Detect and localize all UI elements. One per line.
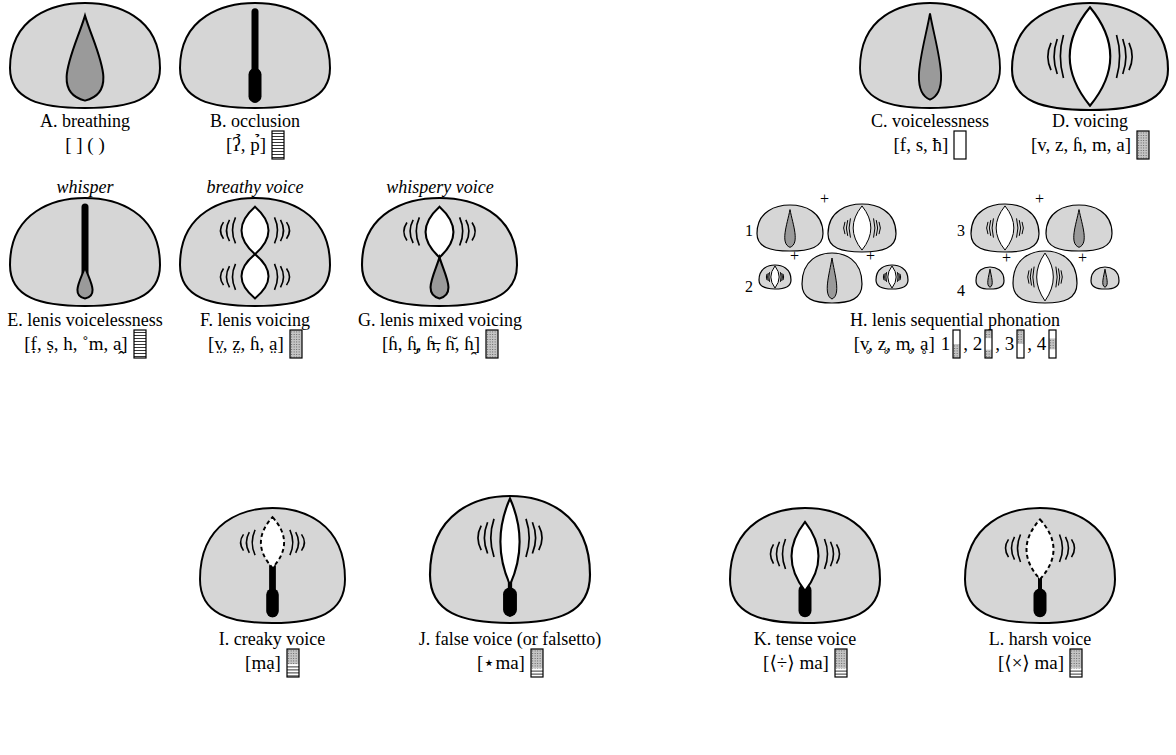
glottis-voicing — [971, 204, 1039, 252]
panel-caption: A. breathing — [40, 110, 130, 132]
ipa-symbols: [f, s, ħ] — [894, 134, 949, 156]
phonation-icon — [1048, 329, 1057, 359]
phonation-icon — [834, 648, 848, 678]
glottis-voiceless — [860, 3, 1000, 108]
sequence-number: 3 — [957, 222, 965, 240]
ipa-symbols: [f̣, ṣ, h, ˚m, a̭] — [24, 333, 127, 355]
glottis-whispery — [362, 198, 517, 306]
phonation-panel: H. lenis sequential phonation[v̥, z̥, m̥… — [743, 188, 1132, 361]
glottis-harsh — [965, 508, 1115, 623]
ipa-symbols: [v̥, z̥, m̥, ḁ] — [854, 333, 935, 355]
phonation-icon — [1136, 130, 1150, 160]
plus-sign: + — [866, 247, 875, 265]
sequence-number: 2 — [745, 278, 753, 296]
icon-number: , 3 — [995, 333, 1014, 355]
panel-caption: D. voicing — [1052, 110, 1128, 132]
glottis-voicing — [1012, 3, 1168, 110]
phonation-icon — [271, 130, 285, 160]
sequence-number: 1 — [745, 222, 753, 240]
ipa-symbols: [v, z, ɦ, m, a] — [1031, 134, 1131, 156]
plus-sign: + — [1078, 249, 1087, 267]
icon-number: , 2 — [963, 333, 982, 355]
phonation-panel: A. breathing[ ] ( ) — [8, 1, 162, 158]
panel-heading: whisper — [56, 176, 113, 198]
panel-caption: B. occlusion — [210, 110, 300, 132]
panel-caption: E. lenis voicelessness — [7, 309, 162, 331]
glottis-tense — [730, 508, 880, 623]
glottis-voiceless — [1091, 267, 1119, 289]
panel-caption: F. lenis voicing — [200, 309, 310, 331]
phonation-icon — [530, 648, 544, 678]
glottis-occlusion — [180, 3, 330, 108]
glottis-voicing — [1013, 251, 1077, 303]
plus-sign: + — [820, 190, 829, 208]
panel-caption: H. lenis sequential phonation — [850, 309, 1060, 331]
panel-caption: K. tense voice — [754, 628, 856, 650]
icon-number: , 4 — [1027, 333, 1046, 355]
phonation-panel: D. voicing[v, z, ɦ, m, a] — [1010, 1, 1170, 162]
phonation-panel: breathy voice F. lenis voicing[v̤, z̤, ɦ,… — [178, 174, 332, 361]
phonation-panel: K. tense voice[⟨÷⟩ ma] — [728, 506, 882, 680]
panel-caption: L. harsh voice — [989, 628, 1091, 650]
plus-sign: + — [1035, 190, 1044, 208]
glottis-whisper — [10, 198, 160, 306]
ipa-symbols: [⟨×⟩ ma] — [998, 652, 1064, 674]
ipa-symbols: [ʔ̉, p̉] — [226, 134, 266, 156]
glottis-voiceless — [757, 205, 823, 251]
phonation-icon — [289, 329, 303, 359]
glottis-breathy — [180, 198, 330, 306]
glottis-voiceless — [802, 253, 862, 303]
ipa-symbols: [⟨÷⟩ ma] — [763, 652, 829, 674]
glottis-falsetto — [430, 496, 590, 623]
phonation-icon — [952, 329, 961, 359]
glottis-voicing — [759, 265, 791, 289]
glottis-voicing — [876, 265, 908, 289]
phonation-panel: J. false voice (or falsetto)[⋆ma] — [417, 494, 603, 680]
sequence-number: 4 — [957, 282, 965, 300]
icon-number: 1 — [941, 333, 951, 355]
panel-caption: C. voicelessness — [871, 110, 989, 132]
glottis-voicing — [828, 204, 896, 252]
ipa-symbols: [ɦ, ɦ̡, ɦ̶, ɦ̆, ɦ̯] — [382, 333, 480, 355]
phonation-icon — [984, 329, 993, 359]
glottis-creaky — [200, 508, 345, 623]
panel-caption: G. lenis mixed voicing — [358, 309, 522, 331]
ipa-symbols: [⋆ma] — [477, 652, 525, 674]
glottis-breathing — [10, 3, 160, 108]
ipa-symbols: [v̤, z̤, ɦ, a̤] — [208, 333, 284, 355]
plus-sign: + — [1002, 249, 1011, 267]
phonation-panel: B. occlusion[ʔ̉, p̉] — [178, 1, 332, 162]
phonation-icon — [133, 329, 147, 359]
phonation-panel: I. creaky voice[ṃạ] — [198, 506, 347, 680]
phonation-panel: L. harsh voice[⟨×⟩ ma] — [963, 506, 1117, 680]
glottis-voiceless — [1046, 205, 1112, 251]
panel-caption: I. creaky voice — [219, 628, 325, 650]
ipa-symbols: [ ] ( ) — [65, 134, 105, 156]
glottis-voiceless — [976, 267, 1004, 289]
phonation-panel: whisper E. lenis voicelessness[f̣, ṣ, h, … — [5, 174, 164, 361]
panel-heading: whispery voice — [386, 176, 493, 198]
phonation-icon — [1016, 329, 1025, 359]
phonation-icon — [1069, 648, 1083, 678]
phonation-icon — [286, 648, 300, 678]
phonation-panel: whispery voice G. lenis mixed voicing[ɦ, … — [356, 174, 524, 361]
panel-heading: breathy voice — [207, 176, 304, 198]
phonation-icon — [485, 329, 499, 359]
plus-sign: + — [790, 247, 799, 265]
phonation-panel: C. voicelessness[f, s, ħ] — [858, 1, 1002, 162]
phonation-icon — [953, 130, 967, 160]
panel-caption: J. false voice (or falsetto) — [419, 628, 601, 650]
ipa-symbols: [ṃạ] — [245, 652, 281, 674]
